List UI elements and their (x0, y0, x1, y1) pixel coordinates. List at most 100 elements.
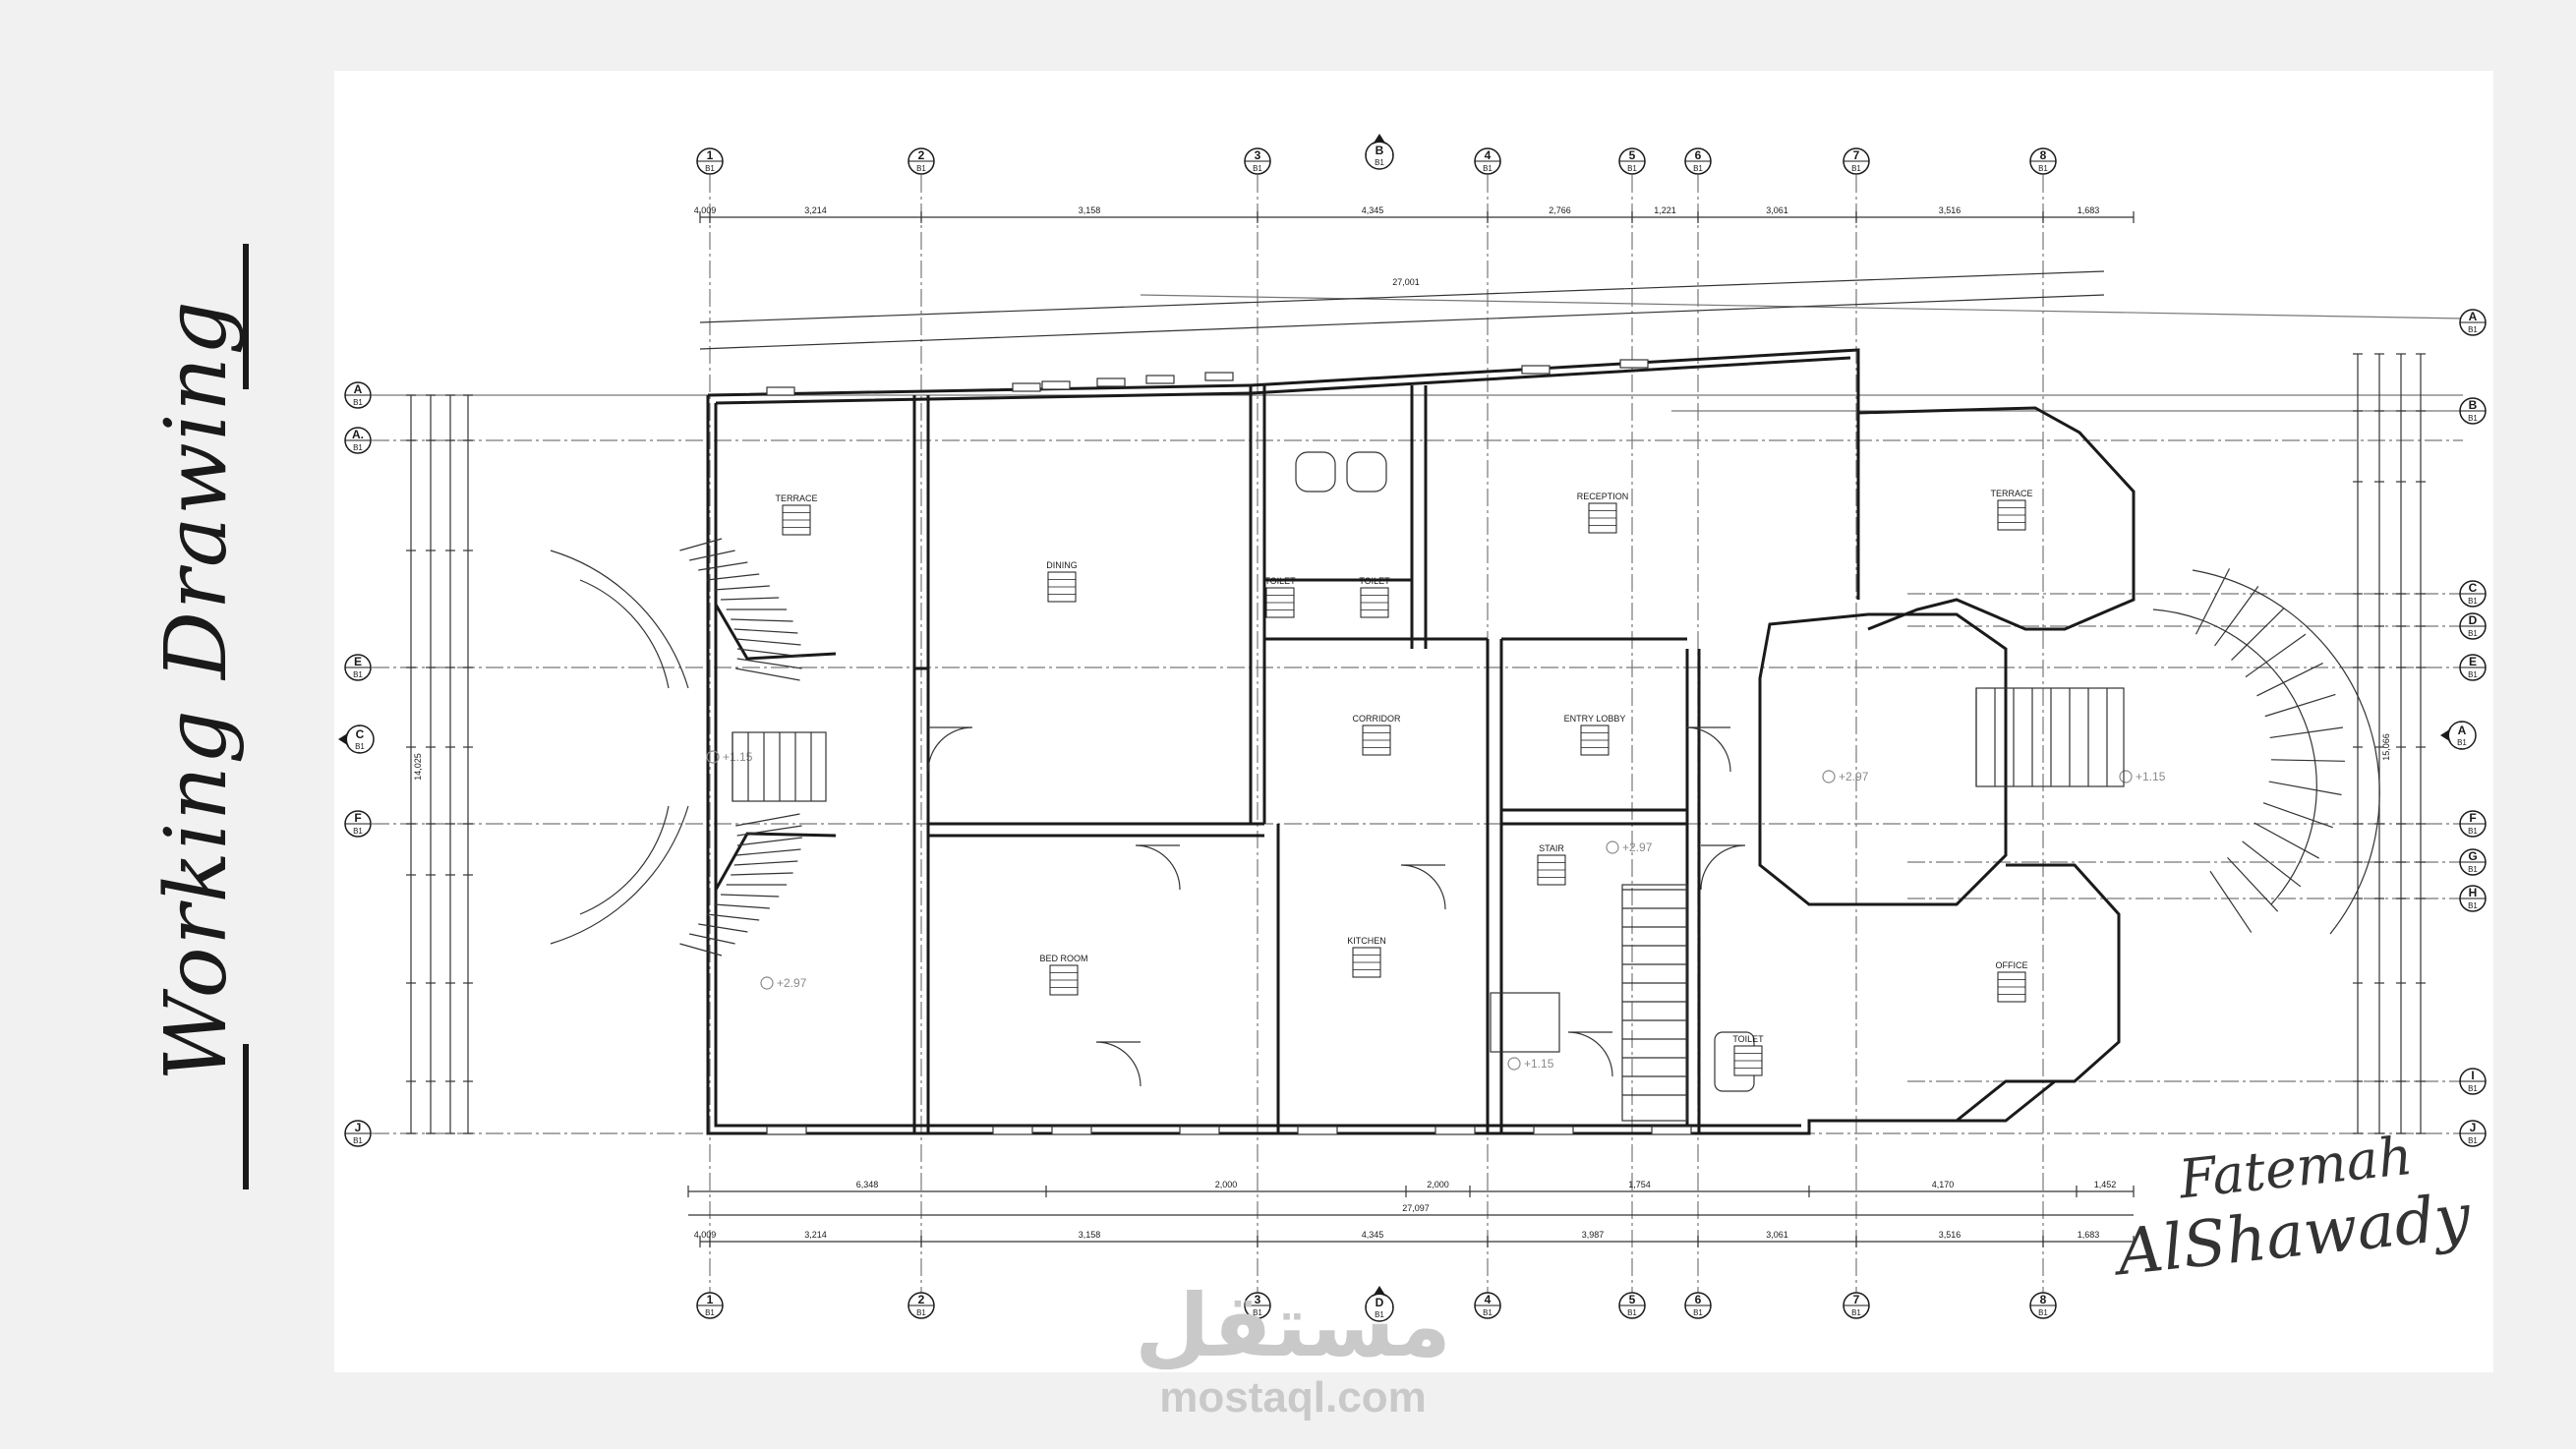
dim-top-main-label-8: 1,683 (2078, 205, 2100, 215)
grid-bubble-right-G-label: G (2468, 849, 2477, 863)
section-mark-C-ref: B1 (355, 742, 365, 751)
grid-bubble-top-7-label: 7 (1853, 148, 1860, 162)
grid-bubble-bottom-6: 6B1 (1684, 1292, 1712, 1319)
grid-bubble-right-F-ref: B1 (2468, 827, 2478, 836)
section-mark-D: DB1 (1365, 1286, 1394, 1322)
stair-left-upper-inner (579, 579, 670, 689)
stair-left-upper-tread-7 (731, 618, 793, 622)
stair-right-tread-4 (2256, 663, 2323, 697)
stair-right-tread-5 (2264, 693, 2336, 718)
grid-bubble-bottom-1-ref: B1 (705, 1308, 715, 1317)
stair-right-outer-arc (2192, 569, 2380, 935)
grid-bubble-top-3-label: 3 (1255, 148, 1261, 162)
stair-left-upper-tread-12 (735, 667, 800, 681)
grid-bubble-bottom-1: 1B1 (696, 1292, 724, 1319)
stair-right-tread-8 (2268, 781, 2342, 796)
grid-bubble-right-J: JB1 (2459, 1120, 2487, 1147)
window-top-1 (1012, 382, 1041, 392)
grid-bubble-right-E-label: E (2469, 655, 2477, 668)
wall-exterior-top (707, 348, 1860, 600)
section-mark-A-label: A (2458, 724, 2467, 737)
grid-bubble-right-I-label: I (2471, 1069, 2474, 1082)
stair-left-lower-tread-12 (735, 813, 800, 827)
level-label-5: +1.15 (2136, 770, 2166, 783)
grid-bubble-top-8-ref: B1 (2038, 164, 2048, 173)
grid-bubble-left-E-ref: B1 (353, 670, 363, 679)
grid-bubble-top-3: 3B1 (1244, 147, 1271, 175)
grid-bubble-right-J-ref: B1 (2468, 1136, 2478, 1145)
dim-top-main-label-4: 2,766 (1549, 205, 1571, 215)
room-name-12: OFFICE (1996, 960, 2028, 970)
window-top-7 (1619, 359, 1649, 369)
window-top-2 (1041, 380, 1071, 390)
grid-bubble-right-B-label: B (2469, 398, 2478, 412)
wall-office (1956, 863, 2121, 1123)
grid-bubble-right-B-ref: B1 (2468, 414, 2478, 423)
grid-bubble-bottom-4: 4B1 (1474, 1292, 1501, 1319)
grid-bubble-right-C-label: C (2469, 581, 2478, 595)
stair-right-inner-arc (2152, 609, 2317, 905)
grid-bubble-bottom-8-label: 8 (2040, 1293, 2047, 1306)
dim-bottom-second-label-4: 4,170 (1932, 1180, 1955, 1189)
grid-bubble-bottom-4-label: 4 (1485, 1293, 1492, 1306)
stair-right-tread-6 (2269, 726, 2343, 739)
stair-left-lower-tread-2 (698, 923, 748, 933)
grid-bubble-top-4: 4B1 (1474, 147, 1501, 175)
stair-left-lower-inner (579, 805, 670, 915)
grid-bubble-top-3-ref: B1 (1253, 164, 1262, 173)
room-name-2: TOILET (1264, 576, 1296, 586)
level-label-4: +1.15 (1524, 1057, 1554, 1071)
section-mark-B-ref: B1 (1375, 158, 1384, 167)
grid-bubble-bottom-5: 5B1 (1618, 1292, 1646, 1319)
dim-bottom-second-label-2: 2,000 (1427, 1180, 1449, 1189)
grid-bubble-top-1-ref: B1 (705, 164, 715, 173)
grid-bubble-left-A.: A.B1 (344, 427, 372, 454)
stair-right-tread-2 (2231, 608, 2285, 661)
grid-bubble-right-H-label: H (2469, 886, 2478, 899)
room-name-10: STAIR (1539, 843, 1564, 853)
level-label-1: +2.97 (1622, 840, 1653, 854)
grid-bubble-right-H-ref: B1 (2468, 901, 2478, 910)
grid-bubble-top-5-label: 5 (1629, 148, 1636, 162)
level-label-0: +2.97 (777, 976, 807, 990)
grid-bubble-right-E: EB1 (2459, 654, 2487, 681)
window-bottom-0 (766, 1126, 807, 1135)
door-swing-6 (1567, 1031, 1613, 1077)
stair-left-lower-tread-7 (731, 872, 793, 876)
grid-bubble-bottom-7-label: 7 (1853, 1293, 1860, 1306)
window-bottom-4 (1297, 1126, 1338, 1135)
dim-bottom-total-label: 27,097 (1402, 1203, 1430, 1213)
toilet-fixture-2 (1346, 451, 1387, 493)
stair-left-upper-tread-0 (679, 538, 723, 551)
stair-left-lower-tread-11 (736, 825, 802, 837)
stair-left-lower-tread-0 (679, 943, 723, 956)
stair-central-flight (1621, 884, 1688, 1122)
stair-left-upper-outer (550, 550, 689, 689)
dim-top-openings-line (699, 294, 2105, 350)
stair-left-lower-tread-9 (735, 848, 801, 856)
dim-bottom-second-label-0: 6,348 (856, 1180, 879, 1189)
room-name-6: CORRIDOR (1353, 714, 1401, 724)
window-bottom-5 (1434, 1126, 1476, 1135)
grid-bubble-top-6: 6B1 (1684, 147, 1712, 175)
grid-bubble-top-8: 8B1 (2029, 147, 2057, 175)
dim-top-main-label-2: 3,158 (1079, 205, 1101, 215)
section-mark-A-face (2449, 723, 2475, 748)
grid-bubble-left-F: FB1 (344, 810, 372, 838)
window-top-4 (1145, 375, 1175, 384)
grid-bubble-left-A: AB1 (344, 381, 372, 409)
grid-bubble-left-J-ref: B1 (353, 1136, 363, 1145)
section-mark-D-label: D (1376, 1296, 1384, 1309)
window-bottom-2 (1051, 1126, 1092, 1135)
section-mark-A: AB1 (2440, 721, 2477, 750)
wall-left-lower-bay (714, 832, 837, 891)
door-swing-2 (1400, 864, 1446, 910)
stair-right-tread-7 (2270, 759, 2345, 762)
level-label-2: +2.97 (1839, 770, 1869, 783)
level-marker-5 (2119, 770, 2133, 783)
stair-right-tread-0 (2195, 568, 2231, 635)
stair-left-upper-tread-1 (689, 550, 735, 561)
grid-bubble-top-2: 2B1 (907, 147, 935, 175)
